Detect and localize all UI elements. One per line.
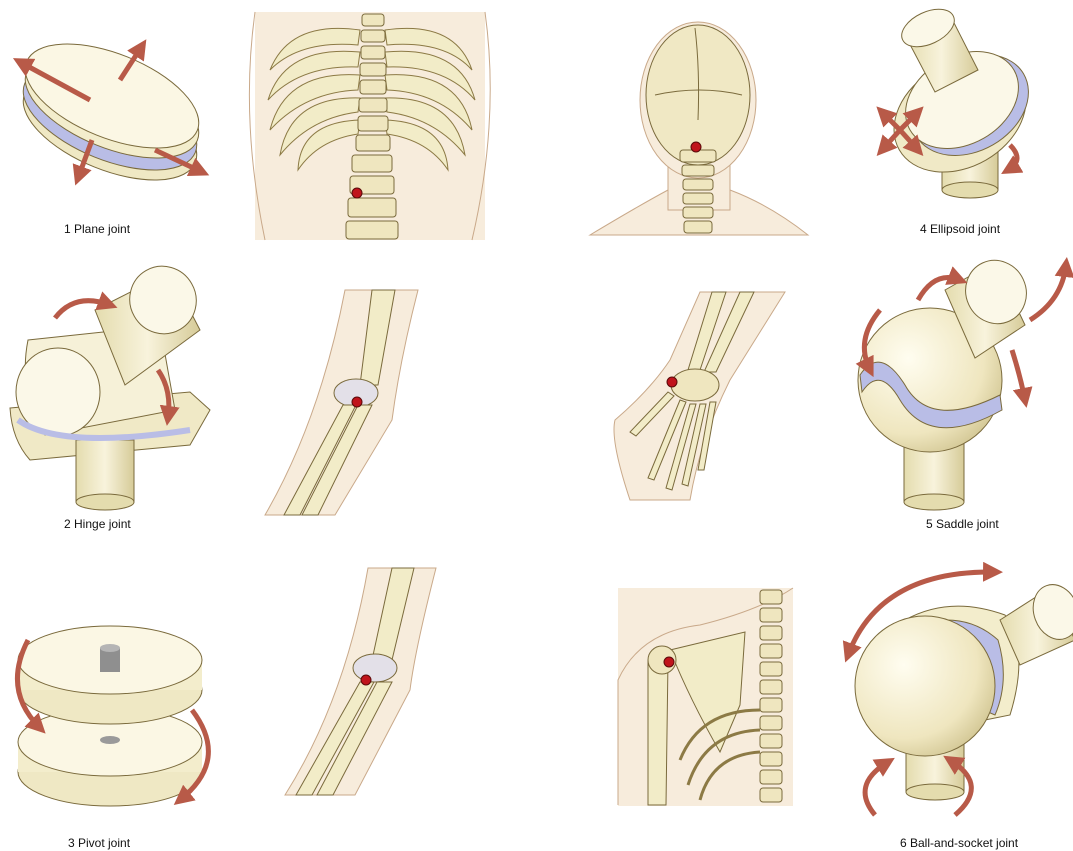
ball-socket-arrows [842,561,1003,817]
saddle-joint-model [855,257,1073,511]
finger-bones [629,391,717,491]
joint-marker-elbow-hinge [351,396,363,408]
elbow-pivot-illustration [284,567,437,796]
ellipsoid-joint-model [876,8,1029,199]
pivot-arrows [15,638,211,806]
caption-pivot-joint: 3 Pivot joint [68,836,131,850]
joint-marker-spine [351,187,363,199]
caption-hinge-joint: 2 Hinge joint [64,517,131,531]
hand-wrist-illustration [613,291,786,501]
saddle-arrows [855,257,1073,408]
caption-saddle-joint: 5 Saddle joint [926,517,999,531]
plane-joint-model [12,39,210,186]
joint-marker-wrist [666,376,678,388]
head-neck-illustration [588,21,810,236]
shoulder-ribs [678,708,761,801]
caption-ball-and-socket-joint: 6 Ball-and-socket joint [900,836,1019,850]
elbow-hinge-illustration [264,289,419,516]
joint-marker-elbow-pivot [360,674,372,686]
caption-plane-joint: 1 Plane joint [64,222,131,236]
thoracic-column [759,589,783,803]
pivot-joint-model [15,625,211,807]
shoulder-illustration [617,587,794,806]
vertebral-column [345,13,399,240]
plane-arrows [12,39,210,186]
caption-ellipsoid-joint: 4 Ellipsoid joint [920,222,1001,236]
hinge-joint-model [9,265,211,511]
ellipsoid-arrows [876,106,1024,175]
back-spine-illustration [248,11,491,241]
joint-marker-atlas [690,141,702,153]
joint-marker-shoulder [663,656,675,668]
ball-and-socket-joint-model [842,561,1073,817]
hinge-arrows [53,291,180,426]
